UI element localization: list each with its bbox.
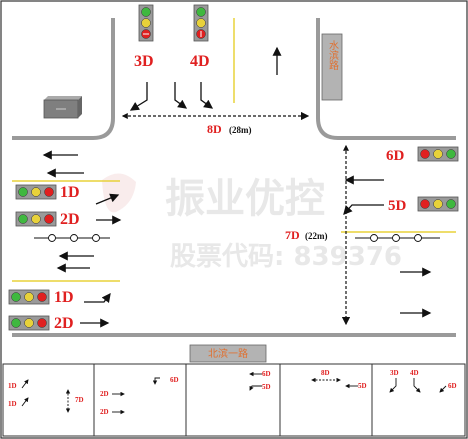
east-detector-line — [355, 234, 440, 242]
signal-head-5d — [417, 196, 459, 212]
label-4d: 4D — [190, 53, 210, 70]
watermark-line1: 振业优控 — [165, 176, 325, 222]
phase-5-item-1: 3D — [390, 369, 399, 377]
phase-5-item-3: 6D — [448, 382, 457, 390]
label-5d: 5D — [388, 198, 407, 214]
phase-cell-3: 6D 5D — [249, 370, 271, 391]
road-edge-nw — [12, 18, 115, 140]
signal-head-4d — [193, 4, 209, 42]
east-approach-arrows — [343, 175, 432, 318]
north-approach-arrows — [129, 46, 282, 111]
signal-head-2d-top — [15, 211, 57, 227]
phase-4-item-2: 5D — [358, 382, 367, 390]
label-8d-length: (28m) — [229, 125, 252, 135]
phase-cell-2: 6D 2D 2D — [100, 376, 179, 416]
watermark-line2: 股票代码: 839376 — [170, 242, 402, 272]
road-edges — [12, 18, 456, 337]
watermark: 振业优控 股票代码: 839376 — [102, 173, 402, 272]
label-2d-bottom: 2D — [54, 315, 74, 332]
phase-4-item-1: 8D — [321, 369, 330, 377]
signal-head-6d — [417, 146, 459, 162]
signal-head-1d-top — [15, 184, 57, 200]
phase-cell-4: 8D 5D — [311, 369, 367, 390]
phase-cell-5: 3D 4D 6D — [389, 369, 457, 393]
label-6d: 6D — [386, 148, 405, 164]
west-detector-line — [34, 234, 110, 242]
signal-head-1d-bottom — [8, 289, 50, 305]
label-7d-length: (22m) — [305, 231, 328, 241]
road-name-south: 北滨一路 — [208, 347, 248, 360]
phase-3-item-2: 5D — [262, 383, 271, 391]
road-sign-shuibin: 水滨路 — [321, 33, 343, 101]
label-7d: 7D — [285, 228, 300, 242]
road-name-north-east: 水滨路 — [327, 40, 339, 71]
phase-1-item-2: 1D — [8, 400, 17, 408]
phase-3-item-1: 6D — [262, 370, 271, 378]
signal-head-2d-bottom — [8, 315, 50, 331]
road-edge-ne — [316, 18, 456, 140]
label-2d-top: 2D — [60, 211, 80, 228]
phase-1-item-1: 1D — [8, 382, 17, 390]
label-1d-top: 1D — [60, 184, 80, 201]
west-approach-arrows — [42, 150, 122, 328]
phase-2-item-2: 2D — [100, 390, 109, 398]
phase-2-item-3: 2D — [100, 408, 109, 416]
phase-5-item-2: 4D — [410, 369, 419, 377]
phase-2-item-1: 6D — [170, 376, 179, 384]
road-sign-beibin: 北滨一路 — [189, 344, 267, 363]
phase-cell-1: 1D 1D 7D — [8, 379, 84, 413]
label-3d: 3D — [134, 53, 154, 70]
phase-1-item-3: 7D — [75, 396, 84, 404]
phase-strip: 1D 1D 7D 6D 2D 2D 6D 5D 8D 5D — [2, 363, 466, 437]
label-8d: 8D — [207, 122, 222, 136]
label-1d-bottom: 1D — [54, 289, 74, 306]
lane-markings — [12, 18, 456, 282]
detector-box — [43, 96, 82, 119]
signal-head-3d — [138, 4, 154, 42]
